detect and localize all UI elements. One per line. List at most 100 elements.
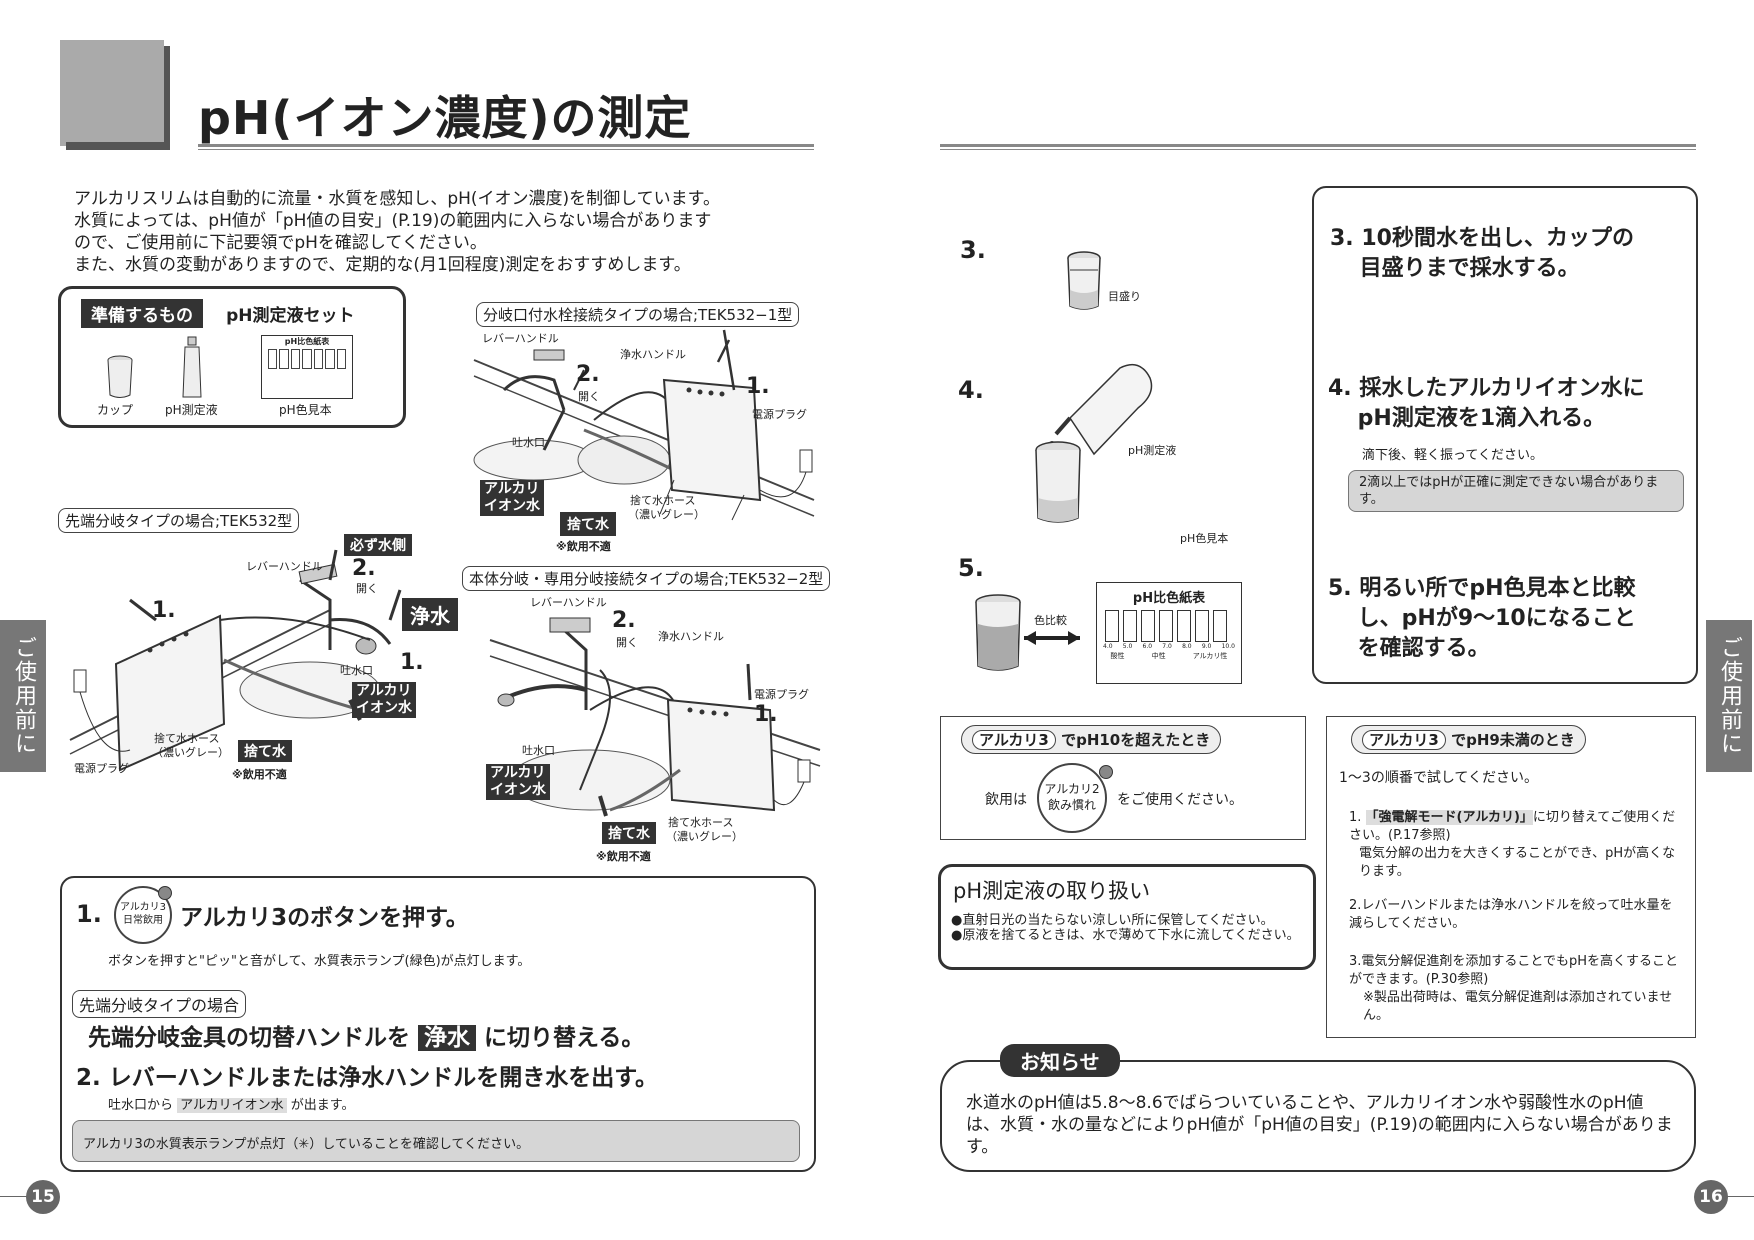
prep-label: 準備するもの — [81, 299, 203, 328]
d2-drain-gray: （濃いグレー） — [152, 746, 229, 759]
under9-i1-bold: 「強電解モード(アルカリ)」 — [1365, 810, 1533, 825]
step1-lamp-icon — [158, 886, 172, 900]
page-num-left-line — [0, 1196, 30, 1197]
d3-power-plug: 電源プラグ — [754, 688, 809, 701]
under9-lead: 1〜3の順番で試してください。 — [1339, 770, 1538, 786]
prep-item-cup: カップ — [97, 403, 134, 417]
d3-open: 開く — [616, 636, 638, 649]
color-chart: pH比色紙表 4.0 5.0 6.0 7.0 8.0 9.0 10.0 酸性 中… — [1096, 582, 1242, 684]
under9-box: アルカリ3 でpH9未満のとき 1〜3の順番で試してください。 1. 「強電解モ… — [1326, 716, 1696, 1038]
d1-lever: レバーハンドル — [482, 332, 559, 345]
prep-heading: 準備するもの pH測定液セット — [81, 299, 355, 328]
color-sample-label: pH色見本 — [1180, 532, 1229, 545]
prep-set-name: pH測定液セット — [226, 306, 355, 326]
title-gray-shadow — [66, 142, 170, 150]
compare-label: 色比較 — [1034, 614, 1067, 627]
scale-tick: 5.0 — [1122, 643, 1133, 650]
scale-tick: 9.0 — [1201, 643, 1212, 650]
d2-outlet: 吐水口 — [340, 664, 373, 677]
d3-waste-label: 捨て水 — [602, 822, 656, 844]
type-label-tek532-1: 分岐口付水栓接続タイプの場合;TEK532−1型 — [476, 302, 800, 327]
step2-note-text: アルカリ3の水質表示ランプが点灯（✳）していることを確認してください。 — [83, 1137, 530, 1152]
intro-line: 水質によっては、pH値が「pH値の目安」(P.19)の範囲内に入らない場合があり… — [74, 211, 712, 231]
d2-lever: レバーハンドル — [246, 560, 323, 573]
d3-not-drinkable: ※飲用不適 — [596, 850, 651, 863]
step2-title: 2. レバーハンドルまたは浄水ハンドルを開き水を出す。 — [76, 1065, 658, 1091]
side-tab-right: ご使用前に — [1706, 620, 1752, 772]
over10-lamp-icon — [1099, 765, 1113, 779]
mark-label: 目盛り — [1108, 290, 1141, 303]
type-label-tek532: 先端分岐タイプの場合;TEK532型 — [58, 508, 300, 533]
step2-desc-2: が出ます。 — [290, 1098, 355, 1113]
step1-num: 1. — [76, 900, 102, 928]
box-step-3: 3. 10秒間水を出し、カップの 目盛りまで採水する。 — [1330, 226, 1634, 281]
d3-alkali: アルカリ — [490, 765, 546, 781]
d1-purify-handle: 浄水ハンドル — [620, 348, 686, 361]
compare-arrow-icon — [1024, 631, 1080, 645]
under9-title: でpH9未満のとき — [1451, 731, 1575, 749]
side-tab-left: ご使用前に — [0, 620, 46, 772]
over10-title: でpH10を超えたとき — [1061, 731, 1211, 749]
over10-btn-bottom: 飲み慣れ — [1047, 798, 1096, 812]
over10-button-icon[interactable]: アルカリ2 飲み慣れ — [1037, 763, 1107, 833]
tip-highlight: 浄水 — [418, 1025, 477, 1051]
step1-button-icon[interactable]: アルカリ3 日常飲用 — [114, 886, 172, 944]
step4-num: 4. — [958, 376, 984, 404]
chart-alkali: アルカリ性 — [1192, 652, 1228, 660]
d1-num-1: 1. — [746, 374, 770, 399]
step3-num: 3. — [960, 236, 986, 264]
d1-outlet: 吐水口 — [512, 436, 545, 449]
step2-desc-hl: アルカリイオン水 — [177, 1098, 287, 1113]
d1-open: 開く — [578, 390, 600, 403]
under9-i1-rest: に切り替えてご使用ください。(P.17参照) — [1349, 810, 1676, 843]
handling-box: pH測定液の取り扱い ●直射日光の当たらない涼しい所に保管してください。 ●原液… — [938, 864, 1316, 970]
scale-tick: 10.0 — [1221, 643, 1235, 650]
under9-item-2: 2.レバーハンドルまたは浄水ハンドルを絞って吐水量を減らしてください。 — [1349, 898, 1673, 931]
step2-desc-1: 吐水口から — [108, 1098, 174, 1113]
over10-pill: アルカリ3 — [972, 730, 1056, 750]
tip-type: 先端分岐タイプの場合 — [72, 990, 247, 1018]
color-chart-swatches — [1097, 606, 1241, 642]
right-steps-box: 3. 10秒間水を出し、カップの 目盛りまで採水する。 4. 採水したアルカリイ… — [1312, 186, 1698, 684]
d3-purify-handle: 浄水ハンドル — [658, 630, 724, 643]
d2-must-water: 必ず水側 — [344, 534, 412, 556]
page-number-left: 15 — [26, 1180, 60, 1214]
under9-item-3-note: ※製品出荷時は、電気分解促進剤は添加されていません。 — [1363, 990, 1673, 1023]
under9-pill: アルカリ3 — [1362, 730, 1446, 750]
color-chart-scale: 4.0 5.0 6.0 7.0 8.0 9.0 10.0 — [1097, 642, 1241, 651]
intro-line: また、水質の変動がありますので、定期的な(月1回程度)測定をおすすめします。 — [74, 255, 691, 275]
d2-ion-water: イオン水 — [356, 700, 412, 716]
d3-ion-water: イオン水 — [490, 782, 546, 798]
d3-outlet: 吐水口 — [522, 744, 555, 757]
scale-tick: 8.0 — [1182, 643, 1192, 650]
d3-num-2: 2. — [612, 608, 636, 633]
step2-note: アルカリ3の水質表示ランプが点灯（✳）していることを確認してください。 — [72, 1120, 800, 1162]
notice-label: お知らせ — [1000, 1044, 1120, 1077]
over10-box: アルカリ3 でpH10を超えたとき 飲用は アルカリ2 飲み慣れ をご使用くださ… — [940, 716, 1306, 840]
d2-waste-label: 捨て水 — [238, 740, 292, 762]
type-label-tek532-2: 本体分岐・専用分岐接続タイプの場合;TEK532−2型 — [462, 566, 831, 591]
d1-alkali-label: アルカリ イオン水 — [480, 480, 544, 516]
reagent-drop-icon — [1035, 363, 1153, 523]
handling-title: pH測定液の取り扱い — [953, 879, 1151, 903]
d2-power-plug: 電源プラグ — [74, 762, 129, 775]
reagent-label: pH測定液 — [1128, 444, 1177, 457]
d2-alkali: アルカリ — [356, 683, 412, 699]
diagram-tek532-2 — [489, 617, 821, 817]
d2-num-2: 2. — [352, 556, 376, 581]
compare-cup-icon — [975, 594, 1021, 671]
tip-text-1: 先端分岐金具の切替ハンドルを — [88, 1025, 410, 1051]
scale-tick: 6.0 — [1142, 643, 1153, 650]
title-gray-shadow-v — [164, 46, 170, 150]
under9-i1-sub: 電気分解の出力を大きくすることができ、pHが高くなります。 — [1359, 846, 1676, 879]
d1-drain-hose: 捨て水ホース — [630, 494, 696, 507]
reagent-bottle-icon — [182, 336, 202, 398]
under9-item-1: 1. 「強電解モード(アルカリ)」に切り替えてご使用ください。(P.17参照) … — [1349, 809, 1685, 881]
d1-not-drinkable: ※飲用不適 — [556, 540, 611, 553]
over10-btn-top: アルカリ2 — [1044, 782, 1100, 796]
intro-line: アルカリスリムは自動的に流量・水質を感知し、pH(イオン濃度)を制御しています。 — [74, 189, 720, 209]
d2-alkali-label: アルカリ イオン水 — [352, 682, 416, 718]
color-chart-thumb-title: pH比色紙表 — [284, 337, 330, 346]
cup-with-mark-icon — [1067, 251, 1101, 310]
prep-item-chart: pH色見本 — [279, 403, 332, 417]
